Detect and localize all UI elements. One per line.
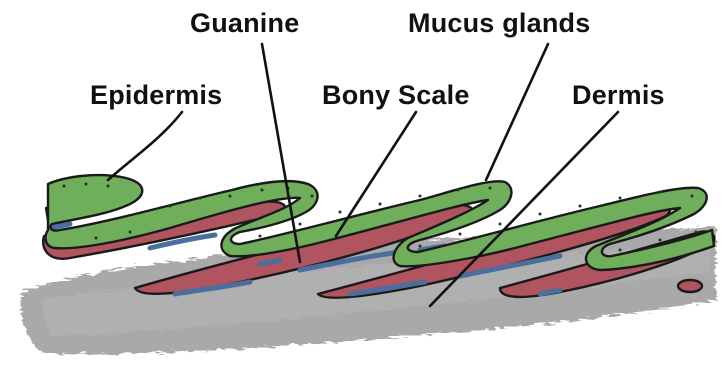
labels: Guanine Mucus glands Epidermis Bony Scal…	[90, 8, 665, 110]
guanine-leader-line	[262, 44, 300, 262]
label-bony-scale: Bony Scale	[322, 80, 470, 110]
bony-scale	[678, 280, 702, 292]
label-dermis: Dermis	[572, 80, 665, 110]
label-guanine: Guanine	[190, 8, 299, 38]
epidermis-leader-line	[108, 112, 182, 180]
label-mucus-glands: Mucus glands	[408, 8, 590, 38]
label-epidermis: Epidermis	[90, 80, 222, 110]
mucus-glands-leader-line	[486, 44, 548, 180]
